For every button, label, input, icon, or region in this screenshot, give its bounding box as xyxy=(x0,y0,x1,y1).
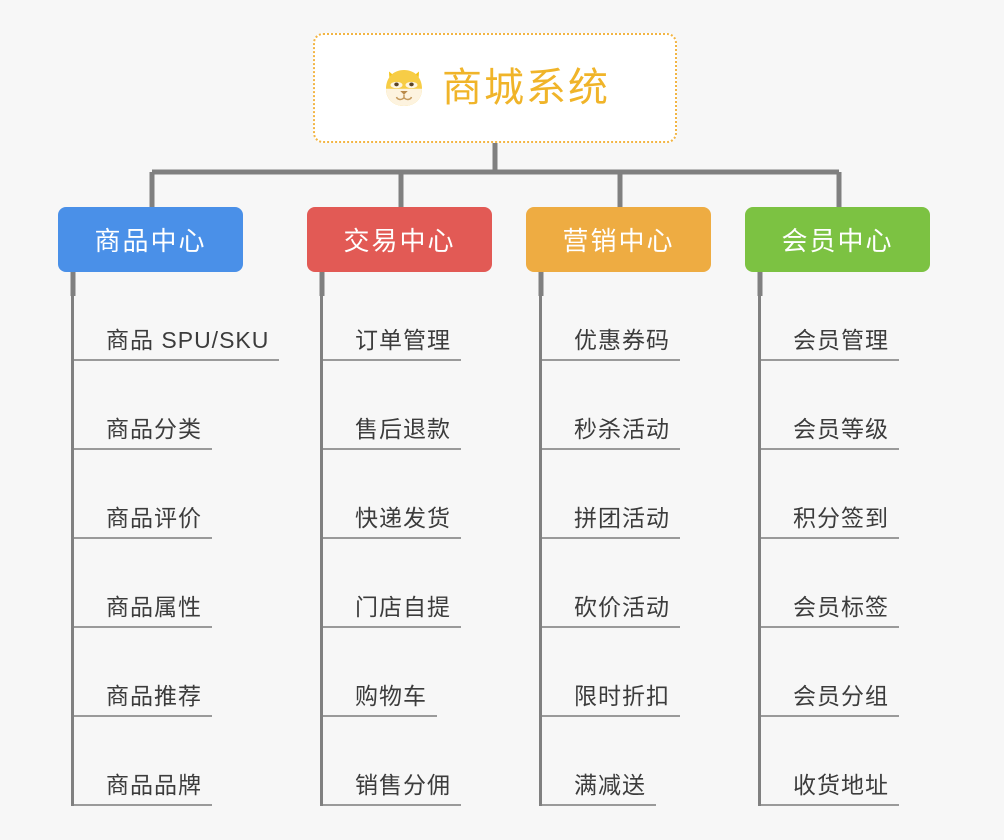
branch-header-label: 商品中心 xyxy=(94,226,207,256)
leaf-item[interactable]: 满减送 xyxy=(541,717,711,806)
leaf-item[interactable]: 购物车 xyxy=(322,628,492,717)
leaf-item[interactable]: 优惠券码 xyxy=(541,272,711,361)
leaf-item-label: 商品分类 xyxy=(73,417,212,450)
branch-header-2[interactable]: 营销中心 xyxy=(526,207,711,272)
leaf-item[interactable]: 商品品牌 xyxy=(73,717,243,806)
leaf-item-label: 会员等级 xyxy=(760,417,899,450)
leaf-item-label: 商品评价 xyxy=(73,506,212,539)
branch-spine xyxy=(758,272,761,806)
leaf-item-label: 满减送 xyxy=(541,773,656,806)
leaf-item[interactable]: 商品属性 xyxy=(73,539,243,628)
leaf-list-1: 订单管理售后退款快递发货门店自提购物车销售分佣 xyxy=(307,272,492,806)
branch-spine xyxy=(71,272,74,806)
leaf-list-0: 商品 SPU/SKU 商品分类商品评价商品属性商品推荐商品品牌 xyxy=(58,272,280,806)
leaf-item-label: 收货地址 xyxy=(760,773,899,806)
branch-header-0[interactable]: 商品中心 xyxy=(58,207,243,272)
branch-header-label: 交易中心 xyxy=(343,226,456,256)
leaf-item-label: 销售分佣 xyxy=(322,773,461,806)
leaf-item[interactable]: 秒杀活动 xyxy=(541,361,711,450)
leaf-item-label: 售后退款 xyxy=(322,417,461,450)
branch-header-1[interactable]: 交易中心 xyxy=(307,207,492,272)
leaf-item-label: 拼团活动 xyxy=(541,506,680,539)
leaf-item-label: 秒杀活动 xyxy=(541,417,680,450)
leaf-item-label: 积分签到 xyxy=(760,506,899,539)
leaf-item[interactable]: 收货地址 xyxy=(760,717,930,806)
leaf-item[interactable]: 商品分类 xyxy=(73,361,243,450)
leaf-item-label: 商品 SPU/SKU xyxy=(73,328,280,361)
branch-header-label: 会员中心 xyxy=(781,226,894,256)
leaf-item[interactable]: 售后退款 xyxy=(322,361,492,450)
leaf-item-label: 门店自提 xyxy=(322,595,461,628)
leaf-item[interactable]: 拼团活动 xyxy=(541,450,711,539)
leaf-item-label: 购物车 xyxy=(322,684,437,717)
branch-column: 商品中心 商品 SPU/SKU 商品分类商品评价商品属性商品推荐商品品牌 xyxy=(58,207,280,806)
leaf-item-label: 优惠券码 xyxy=(541,328,680,361)
branch-column: 交易中心 订单管理售后退款快递发货门店自提购物车销售分佣 xyxy=(307,207,492,806)
dog-face-icon xyxy=(380,64,428,112)
leaf-item-label: 会员标签 xyxy=(760,595,899,628)
leaf-item[interactable]: 积分签到 xyxy=(760,450,930,539)
leaf-item[interactable]: 商品 SPU/SKU xyxy=(73,272,280,361)
branch-spine xyxy=(539,272,542,806)
leaf-item[interactable]: 会员等级 xyxy=(760,361,930,450)
leaf-list-3: 会员管理会员等级积分签到会员标签会员分组收货地址 xyxy=(745,272,930,806)
leaf-item[interactable]: 商品评价 xyxy=(73,450,243,539)
leaf-item[interactable]: 会员分组 xyxy=(760,628,930,717)
leaf-item-label: 会员管理 xyxy=(760,328,899,361)
leaf-item-label: 商品品牌 xyxy=(73,773,212,806)
leaf-item-label: 快递发货 xyxy=(322,506,461,539)
leaf-item[interactable]: 订单管理 xyxy=(322,272,492,361)
leaf-item-label: 限时折扣 xyxy=(541,684,680,717)
leaf-item[interactable]: 限时折扣 xyxy=(541,628,711,717)
leaf-item[interactable]: 砍价活动 xyxy=(541,539,711,628)
leaf-item-label: 会员分组 xyxy=(760,684,899,717)
branch-column: 营销中心 优惠券码秒杀活动拼团活动砍价活动限时折扣满减送 xyxy=(526,207,711,806)
leaf-item[interactable]: 门店自提 xyxy=(322,539,492,628)
branch-header-label: 营销中心 xyxy=(562,226,675,256)
leaf-item-label: 砍价活动 xyxy=(541,595,680,628)
leaf-item[interactable]: 快递发货 xyxy=(322,450,492,539)
root-node[interactable]: 商城系统 xyxy=(313,33,677,143)
leaf-item[interactable]: 商品推荐 xyxy=(73,628,243,717)
leaf-item[interactable]: 会员标签 xyxy=(760,539,930,628)
leaf-item-label: 订单管理 xyxy=(322,328,461,361)
leaf-item-label: 商品属性 xyxy=(73,595,212,628)
leaf-list-2: 优惠券码秒杀活动拼团活动砍价活动限时折扣满减送 xyxy=(526,272,711,806)
leaf-item-label: 商品推荐 xyxy=(73,684,212,717)
branch-column: 会员中心 会员管理会员等级积分签到会员标签会员分组收货地址 xyxy=(745,207,930,806)
leaf-item[interactable]: 会员管理 xyxy=(760,272,930,361)
leaf-item[interactable]: 销售分佣 xyxy=(322,717,492,806)
branch-header-3[interactable]: 会员中心 xyxy=(745,207,930,272)
root-title: 商城系统 xyxy=(442,66,610,110)
branch-spine xyxy=(320,272,323,806)
